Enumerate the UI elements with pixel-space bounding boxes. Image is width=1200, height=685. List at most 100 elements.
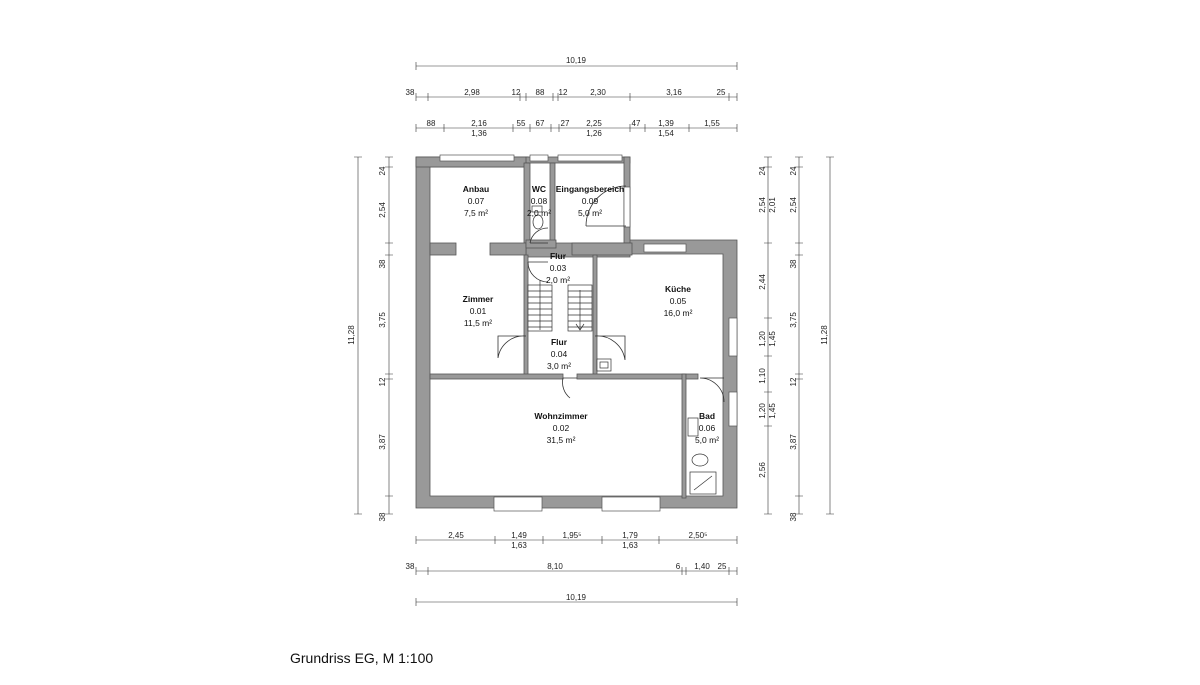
dim-right-inner: 24 — [758, 166, 767, 175]
dim-right-inner: 2,54 — [758, 197, 767, 213]
room-eingangsbereich: Eingangsbereich 0.09 5,0 m² — [556, 184, 625, 218]
shower-drain-icon — [693, 475, 713, 491]
room-flur-lower: Flur 0.04 3,0 m² — [547, 337, 571, 371]
dim-top-r2: 67 — [536, 119, 545, 128]
dim-left-seg: 2,54 — [378, 202, 387, 218]
dim-bottom-r1: 2,45 — [448, 531, 464, 540]
dim-right-inner: 2,44 — [758, 274, 767, 290]
room-anbau: Anbau 0.07 7,5 m² — [463, 184, 489, 218]
door-swing-entry — [585, 185, 627, 227]
dim-right-total: 11,28 — [820, 325, 829, 345]
dim-bottom-r1: 2,50⁵ — [689, 531, 708, 540]
room-area: 5,0 m² — [578, 208, 602, 218]
room-area: 16,0 m² — [664, 308, 693, 318]
dim-top-r2: 47 — [632, 119, 641, 128]
wall-zimmer-flur — [523, 254, 529, 376]
room-zimmer: Zimmer 0.01 11,5 m² — [463, 294, 494, 328]
room-area: 3,0 m² — [547, 361, 571, 371]
wall-flur-top — [525, 239, 557, 249]
dim-right-inner: 1,20 — [758, 403, 767, 419]
window-anbau — [439, 154, 515, 162]
dim-top-r2: 88 — [427, 119, 436, 128]
wc-toilet-icon — [532, 214, 544, 230]
wall-anbau-zimmer-right — [489, 242, 527, 256]
wall-flur-wohn — [576, 373, 686, 380]
door-swing-bad — [699, 377, 725, 403]
room-number: 0.01 — [470, 306, 487, 316]
room-kueche: Küche 0.05 16,0 m² — [664, 284, 693, 318]
window-wc — [529, 154, 549, 162]
dim-top-r1: 25 — [717, 88, 726, 97]
windows — [439, 154, 738, 512]
dim-bottom-r1: 1,79 — [622, 531, 638, 540]
dim-top-r2: 2,16 — [471, 119, 487, 128]
dim-left-seg: 38 — [378, 512, 387, 521]
door-entry-side — [623, 186, 631, 228]
dim-top-r2-sub: 1,26 — [586, 129, 602, 138]
window-wohn-2 — [601, 496, 661, 512]
dim-left-seg: 12 — [378, 377, 387, 386]
dim-left-seg: 24 — [378, 166, 387, 175]
room-name: Zimmer — [463, 294, 494, 304]
dim-bottom-r1: 1,95⁵ — [563, 531, 582, 540]
dim-top-r1: 88 — [536, 88, 545, 97]
room-labels: Anbau 0.07 7,5 m² WC 0.08 2,0 m² Eingang… — [463, 184, 720, 445]
door-swing-flur — [527, 261, 549, 283]
dim-top-r1: 2,30 — [590, 88, 606, 97]
dimension-lines — [354, 62, 834, 606]
plan-caption: Grundriss EG, M 1:100 — [290, 650, 434, 666]
dim-left-seg: 38 — [378, 259, 387, 268]
door-swing-kueche — [594, 335, 626, 361]
dim-right-inner: 1,20 — [758, 331, 767, 347]
dim-right-outer: 38 — [789, 512, 798, 521]
dim-top-r2: 1,55 — [704, 119, 720, 128]
dim-top-r2: 1,39 — [658, 119, 674, 128]
fixtures — [531, 205, 717, 495]
room-name: Wohnzimmer — [534, 411, 588, 421]
dim-right-inner: 1,45 — [768, 403, 777, 419]
room-number: 0.07 — [468, 196, 485, 206]
door-swing-wc — [529, 227, 549, 244]
dim-bottom-r1-sub: 1,63 — [511, 541, 527, 550]
dim-top-total: 10,19 — [566, 56, 587, 65]
dim-right-inner: 1,10 — [758, 368, 767, 384]
dim-right-outer: 2,54 — [789, 197, 798, 213]
staircase — [527, 280, 593, 332]
wall-kueche-bad — [685, 373, 699, 380]
room-name: WC — [532, 184, 546, 194]
room-wc: WC 0.08 2,0 m² — [527, 184, 551, 218]
dim-top-r2: 27 — [561, 119, 570, 128]
wc-sink-icon — [531, 205, 543, 213]
door-swing-zimmer — [497, 335, 527, 359]
dim-bottom-r2: 25 — [718, 562, 727, 571]
room-number: 0.04 — [551, 349, 568, 359]
dim-top-r1: 38 — [406, 88, 415, 97]
room-area: 5,0 m² — [695, 435, 719, 445]
wall-bad-left — [681, 373, 687, 499]
dim-right-inner: 2,56 — [758, 462, 767, 478]
room-area: 7,5 m² — [464, 208, 488, 218]
room-number: 0.09 — [582, 196, 599, 206]
wall-flur-top2 — [571, 242, 633, 256]
chimney-inner-icon — [599, 361, 609, 369]
window-entry — [557, 154, 623, 162]
room-name: Eingangsbereich — [556, 184, 625, 194]
room-wohnzimmer: Wohnzimmer 0.02 31,5 m² — [534, 411, 588, 445]
dim-right-inner: 1,45 — [768, 331, 777, 347]
room-number: 0.03 — [550, 263, 567, 273]
dim-right-inner: 2,01 — [768, 197, 777, 213]
dim-bottom-r2: 8,10 — [547, 562, 563, 571]
wall-anbau-zimmer-left — [429, 242, 457, 256]
room-name: Anbau — [463, 184, 489, 194]
dim-right-outer: 12 — [789, 377, 798, 386]
dim-top-r2: 2,25 — [586, 119, 602, 128]
dim-top-r1: 3,16 — [666, 88, 682, 97]
bad-sink-icon — [687, 417, 699, 437]
room-area: 2,0 m² — [527, 208, 551, 218]
dim-right-outer: 3,87 — [789, 434, 798, 450]
room-number: 0.06 — [699, 423, 716, 433]
room-area: 11,5 m² — [464, 318, 492, 328]
dim-top-r1: 2,98 — [464, 88, 480, 97]
room-flur-upper: Flur 0.03 2,0 m² — [546, 251, 570, 285]
